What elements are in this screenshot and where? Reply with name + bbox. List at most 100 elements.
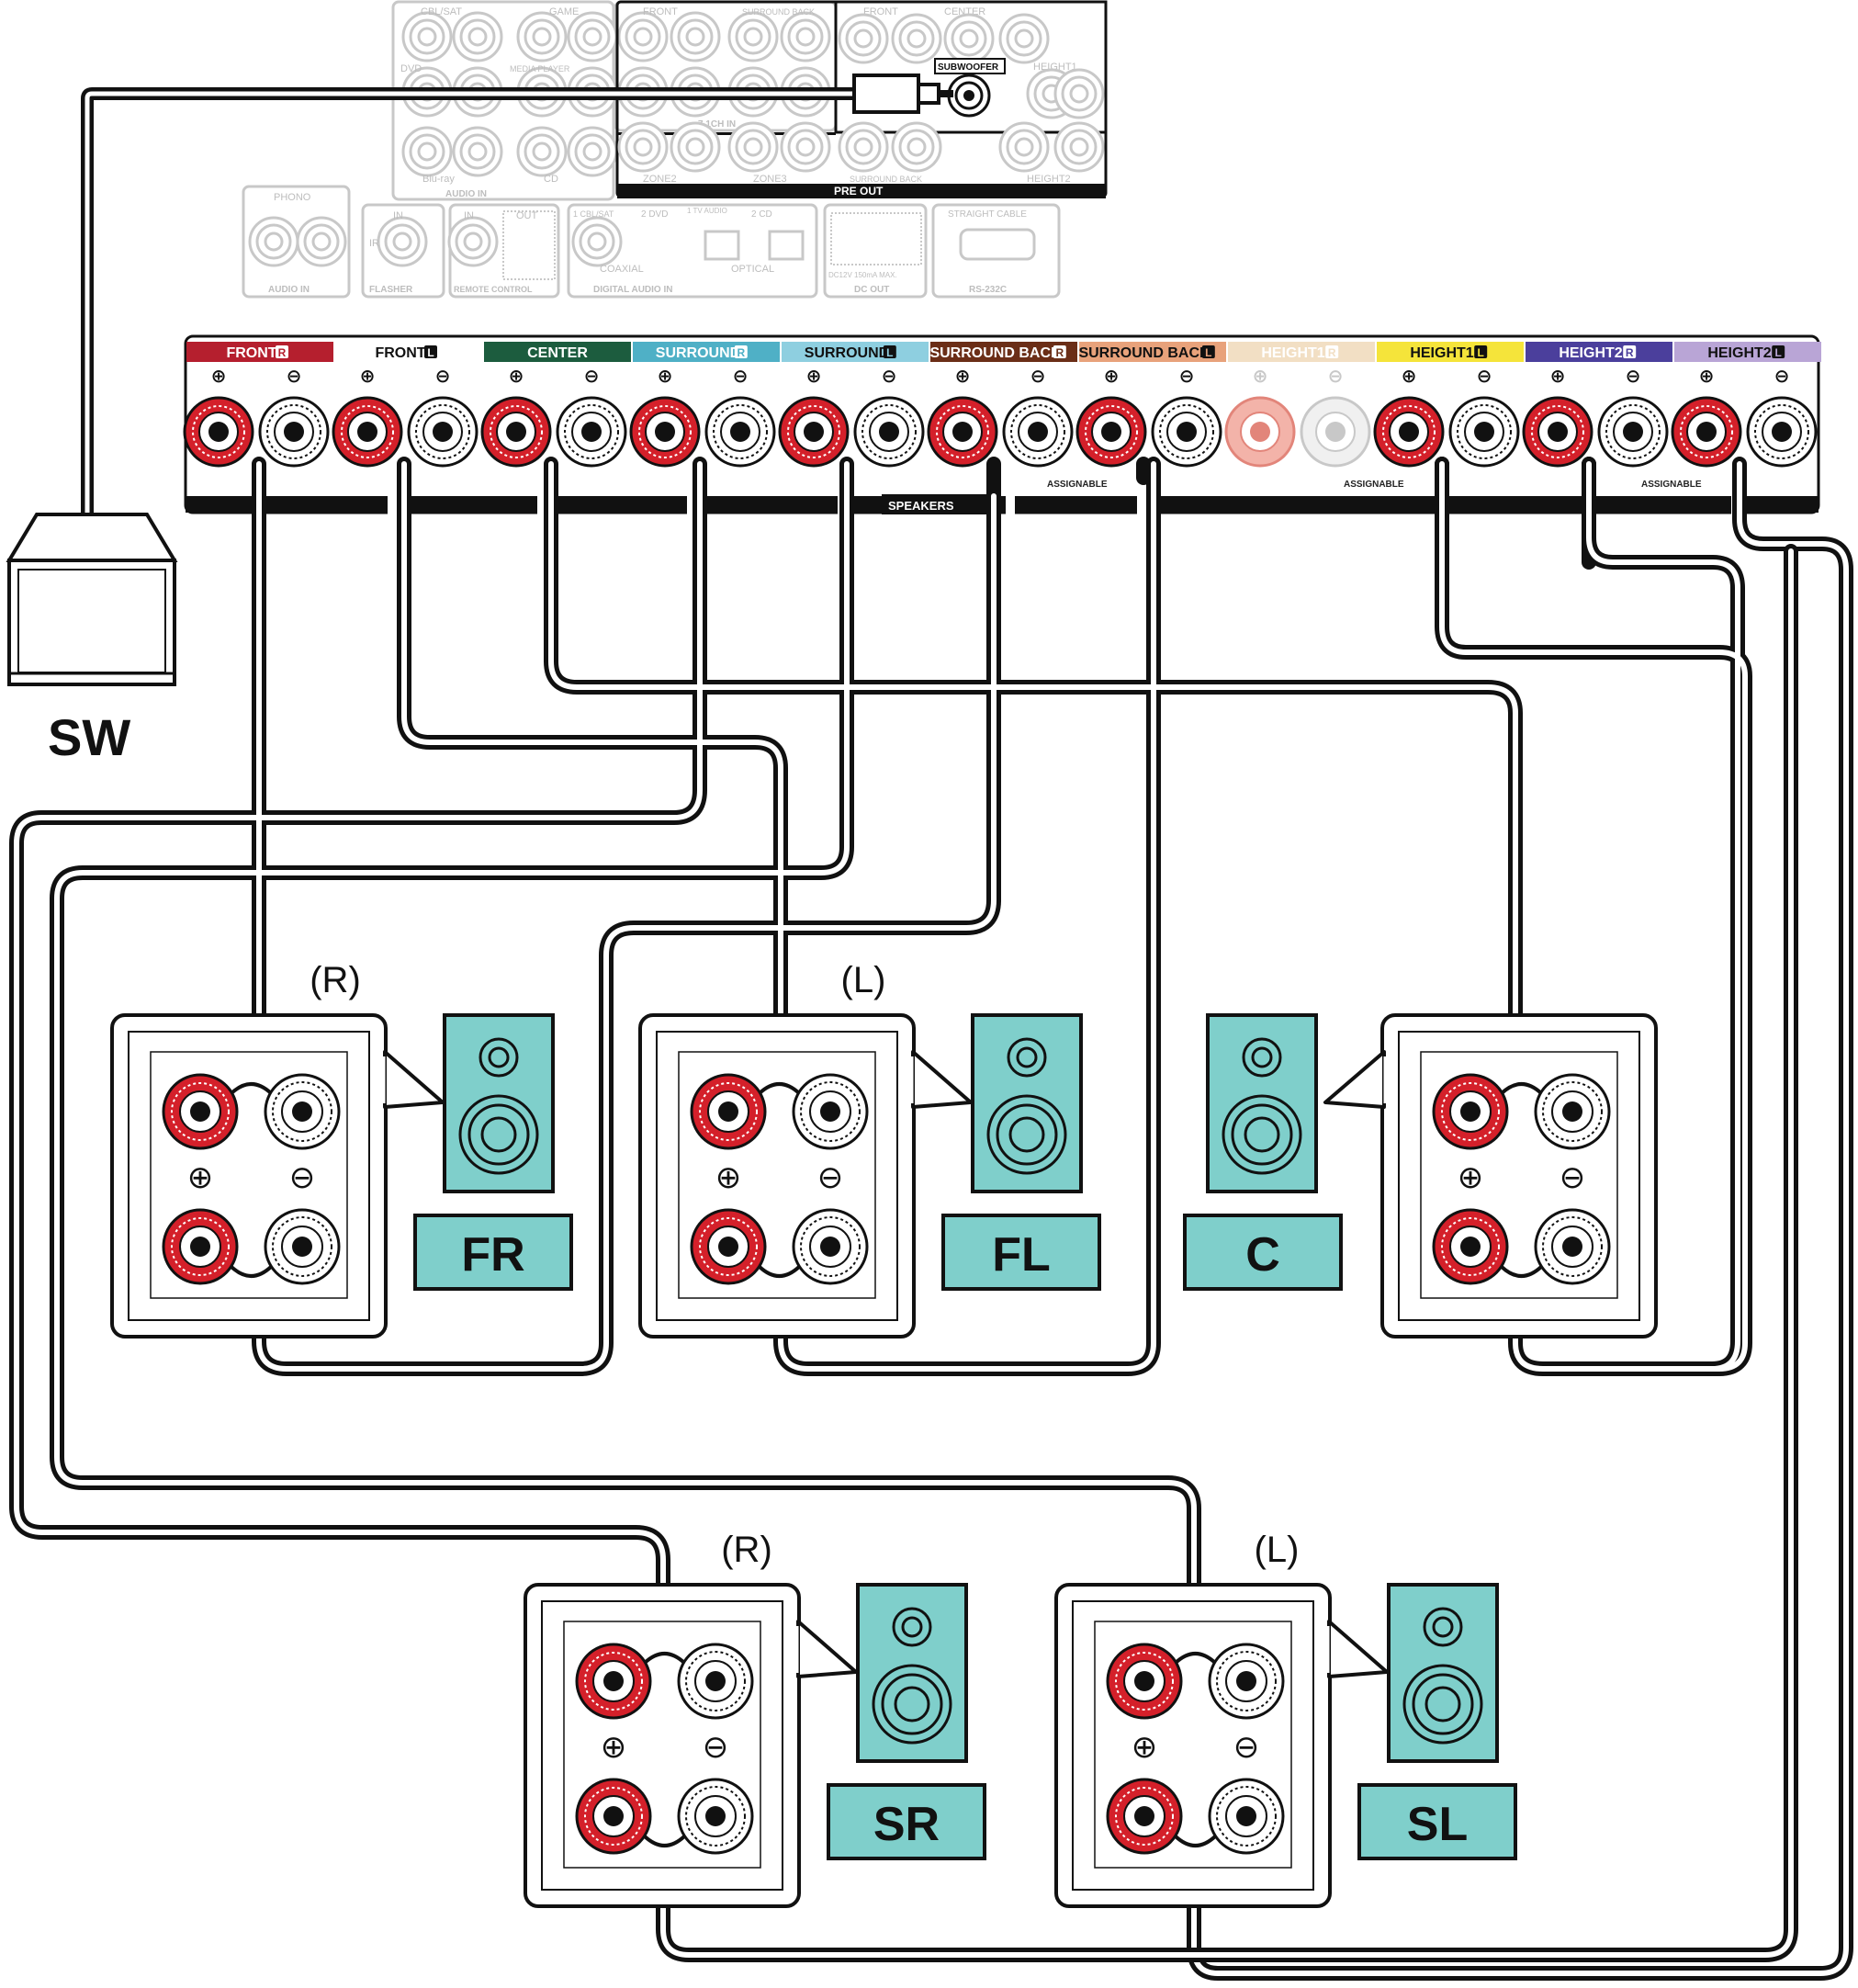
minus-terminal[interactable]: [556, 396, 627, 468]
minus-terminal[interactable]: [853, 396, 925, 468]
plus-terminal[interactable]: [183, 396, 254, 468]
channel-posts-8[interactable]: ⊕⊖: [1224, 365, 1371, 468]
plus-terminal[interactable]: [1522, 396, 1593, 468]
pre-out-zone2-label: ZONE2: [643, 174, 677, 185]
plus-terminal[interactable]: [1373, 396, 1445, 468]
minus-terminal[interactable]: [407, 396, 479, 468]
channel-posts-1[interactable]: ⊕⊖: [183, 365, 330, 468]
channel-posts-11[interactable]: ⊕⊖: [1671, 365, 1818, 468]
plus-terminal[interactable]: [927, 396, 998, 468]
subwoofer-label: SW: [48, 708, 130, 766]
speaker-plus-terminal-2[interactable]: [1432, 1208, 1509, 1285]
speaker-minus-terminal[interactable]: [1208, 1643, 1285, 1720]
speaker-plus-terminal-2[interactable]: [575, 1778, 652, 1855]
speaker-plus-terminal-2[interactable]: [690, 1208, 767, 1285]
audio-in-section-label: AUDIO IN: [445, 189, 487, 199]
plus-marker: ⊕: [1550, 365, 1566, 387]
plus-marker: ⊕: [1699, 365, 1715, 387]
channel-side-badge: L: [1201, 345, 1215, 359]
channel-side-badge: L: [883, 345, 896, 359]
audio-in-label-dvd: DVD: [400, 63, 422, 74]
channel-posts-2[interactable]: ⊕⊖: [332, 365, 479, 468]
pre-out-panel: PRE OUT FRONT CENTER HEIGHT1 ZONE2 ZONE3…: [615, 0, 1108, 198]
minus-marker: ⊖: [882, 365, 897, 387]
pre-out-zone3-label: ZONE3: [753, 174, 787, 185]
channel-posts-4[interactable]: ⊕⊖: [629, 365, 776, 468]
straight-cable-label: STRAIGHT CABLE: [948, 209, 1027, 220]
svg-text:R: R: [1328, 346, 1336, 359]
speaker-minus-terminal-2[interactable]: [1208, 1778, 1285, 1855]
channel-posts-10[interactable]: ⊕⊖: [1522, 365, 1669, 468]
plus-terminal[interactable]: [1224, 396, 1296, 468]
minus-terminal[interactable]: [1597, 396, 1669, 468]
coaxial-label: COAXIAL: [600, 264, 644, 275]
speaker-minus-terminal[interactable]: [792, 1073, 869, 1150]
speaker-minus-terminal-2[interactable]: [677, 1778, 754, 1855]
channel-posts-9[interactable]: ⊕⊖: [1373, 365, 1520, 468]
digital-section-label: DIGITAL AUDIO IN: [593, 285, 672, 295]
minus-terminal[interactable]: [1300, 396, 1371, 468]
remote-section-label: REMOTE CONTROL: [454, 285, 533, 294]
plus-terminal[interactable]: [629, 396, 701, 468]
plus-marker: ⊕: [806, 365, 822, 387]
speaker-cabinet-icon: [856, 1583, 968, 1763]
speaker-minus-terminal-2[interactable]: [792, 1208, 869, 1285]
speaker-minus-terminal[interactable]: [677, 1643, 754, 1720]
plus-terminal[interactable]: [480, 396, 552, 468]
speaker-minus-terminal-2[interactable]: [264, 1208, 341, 1285]
channel-label: CENTER: [527, 345, 588, 361]
speaker-code-label: C: [1245, 1228, 1280, 1282]
speaker-plus-terminal[interactable]: [690, 1073, 767, 1150]
speaker-plus-terminal[interactable]: [575, 1643, 652, 1720]
minus-terminal[interactable]: [1448, 396, 1520, 468]
speaker-minus-terminal[interactable]: [264, 1073, 341, 1150]
assignable-label-2: ASSIGNABLE: [1344, 480, 1404, 490]
speaker-plus-terminal-2[interactable]: [1106, 1778, 1183, 1855]
speaker-plus-terminal[interactable]: [1432, 1073, 1509, 1150]
speaker-plus-terminal-2[interactable]: [162, 1208, 239, 1285]
minus-marker: ⊖: [1233, 1729, 1260, 1766]
channel-posts-5[interactable]: ⊕⊖: [778, 365, 925, 468]
minus-marker: ⊖: [1030, 365, 1046, 387]
minus-terminal[interactable]: [258, 396, 330, 468]
speaker-plus-terminal[interactable]: [162, 1073, 239, 1150]
channel-posts-6[interactable]: ⊕⊖: [927, 365, 1074, 468]
plus-terminal[interactable]: [1671, 396, 1742, 468]
plus-terminal[interactable]: [1075, 396, 1147, 468]
channel-posts-7[interactable]: ⊕⊖: [1075, 365, 1222, 468]
plus-marker: ⊕: [509, 365, 524, 387]
svg-text:R: R: [737, 346, 745, 359]
speaker-plus-terminal[interactable]: [1106, 1643, 1183, 1720]
channel-side-badge: L: [1474, 345, 1488, 359]
ch71-label-front: FRONT: [643, 6, 678, 17]
minus-marker: ⊖: [287, 365, 302, 387]
speaker-code-label: FR: [461, 1228, 524, 1282]
plus-terminal[interactable]: [332, 396, 403, 468]
channel-label: SURROUND BACK: [929, 345, 1062, 361]
phono-section-label: AUDIO IN: [268, 285, 310, 295]
minus-marker: ⊖: [1477, 365, 1492, 387]
minus-terminal[interactable]: [1746, 396, 1818, 468]
channel-label: FRONT: [375, 345, 425, 361]
minus-marker: ⊖: [1328, 365, 1344, 387]
speaker-fr: ⊕⊖FR(R): [110, 960, 573, 1339]
audio-in-label-cd: CD: [544, 174, 558, 185]
svg-text:R: R: [1626, 346, 1634, 359]
speaker-minus-terminal-2[interactable]: [1534, 1208, 1611, 1285]
subwoofer-jack[interactable]: [947, 73, 991, 118]
speaker-minus-terminal[interactable]: [1534, 1073, 1611, 1150]
minus-terminal[interactable]: [704, 396, 776, 468]
channel-side-badge: L: [424, 345, 437, 359]
speaker-cabinet-icon: [1387, 1583, 1499, 1763]
plus-terminal[interactable]: [778, 396, 850, 468]
plus-marker: ⊕: [1402, 365, 1417, 387]
minus-terminal[interactable]: [1151, 396, 1222, 468]
minus-terminal[interactable]: [1002, 396, 1074, 468]
channel-posts-3[interactable]: ⊕⊖: [480, 365, 627, 468]
minus-marker: ⊖: [1560, 1159, 1586, 1196]
